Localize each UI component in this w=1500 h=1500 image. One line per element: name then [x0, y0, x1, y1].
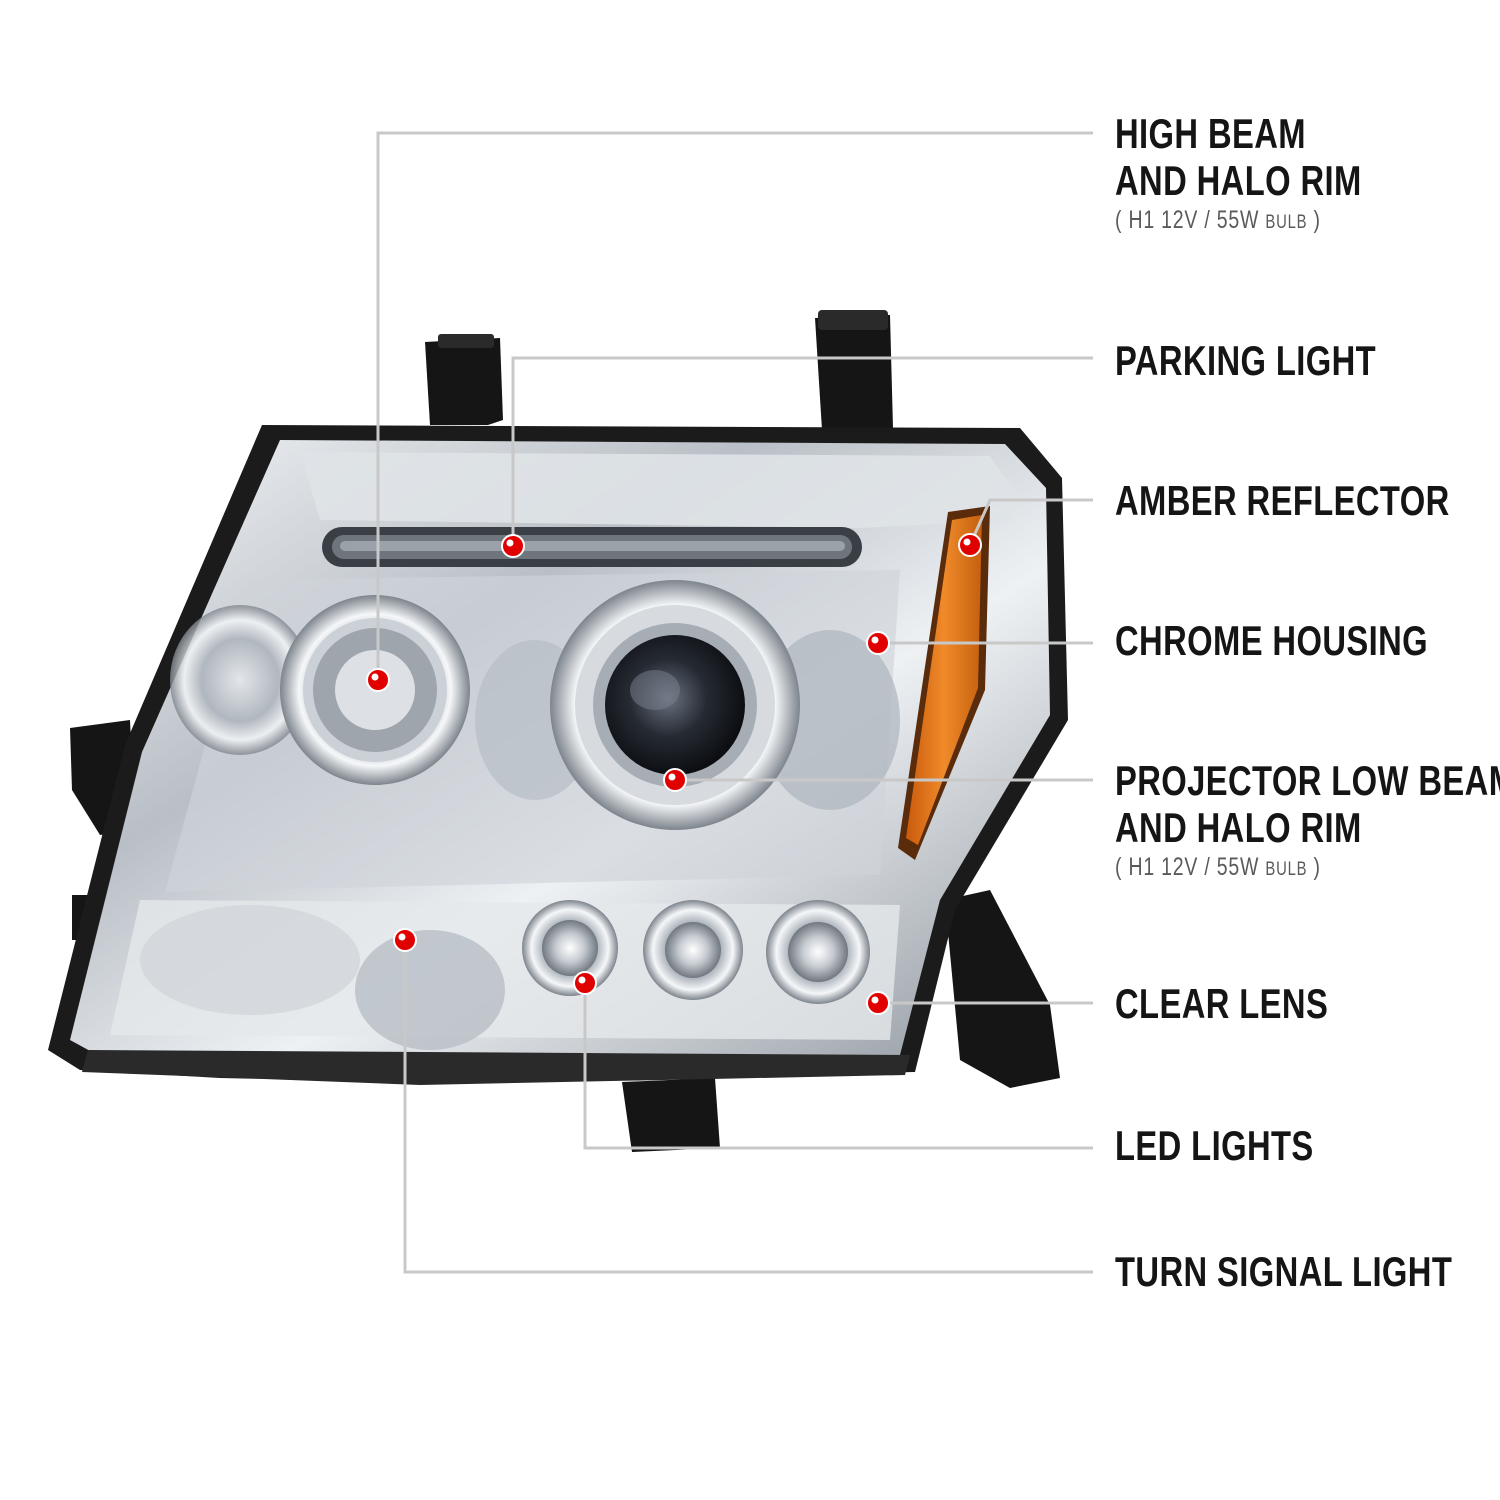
leader-line-led-lights — [583, 983, 1093, 1150]
callout-projector-low-beam-line-2: AND HALO RIM — [1115, 804, 1362, 851]
marker-amber-reflector — [958, 533, 982, 557]
callout-projector-bulb-spec: ( H1 12V / 55W BULB ) — [1115, 851, 1500, 886]
marker-projector-low-beam — [663, 768, 687, 792]
leader-lines — [376, 131, 1093, 1274]
bulb-spec-word: BULB — [1265, 859, 1308, 880]
projector-low-beam — [550, 580, 800, 830]
parking-light-bar — [322, 527, 862, 567]
callout-high-beam-bulb-spec: ( H1 12V / 55W BULB ) — [1115, 204, 1362, 239]
callout-amber-reflector: AMBER REFLECTOR — [1115, 477, 1450, 524]
callout-clear-lens-text: CLEAR LENS — [1115, 980, 1329, 1027]
callout-high-beam: HIGH BEAM AND HALO RIM ( H1 12V / 55W BU… — [1115, 110, 1362, 239]
callout-led-lights-text: LED LIGHTS — [1115, 1122, 1314, 1169]
callout-projector-low-beam-line-1: PROJECTOR LOW BEAM — [1115, 757, 1500, 804]
callout-amber-reflector-text: AMBER REFLECTOR — [1115, 477, 1450, 524]
callout-high-beam-line-2: AND HALO RIM — [1115, 157, 1362, 204]
callout-parking-light: PARKING LIGHT — [1115, 337, 1376, 384]
marker-led-lights — [573, 971, 597, 995]
callout-projector-low-beam: PROJECTOR LOW BEAM AND HALO RIM ( H1 12V… — [1115, 757, 1500, 886]
amber-reflector-shape — [898, 506, 990, 860]
leader-line-turn-signal — [403, 940, 1093, 1274]
marker-high-beam — [366, 668, 390, 692]
bulb-spec-close: ) — [1307, 853, 1321, 881]
leader-line-high-beam — [376, 131, 1093, 680]
housing-bottom-lip — [82, 1050, 910, 1085]
callout-high-beam-line-1: HIGH BEAM — [1115, 110, 1306, 157]
led-pods — [522, 900, 870, 1004]
bulb-spec-open: ( H1 12V / 55W — [1115, 853, 1266, 881]
marker-clear-lens — [866, 991, 890, 1015]
bulb-spec-word: BULB — [1265, 212, 1308, 233]
marker-parking-light — [501, 534, 525, 558]
callout-chrome-housing-text: CHROME HOUSING — [1115, 617, 1429, 664]
callout-turn-signal-light-text: TURN SIGNAL LIGHT — [1115, 1248, 1453, 1295]
callout-turn-signal-light: TURN SIGNAL LIGHT — [1115, 1248, 1452, 1295]
leader-line-parking-light — [511, 356, 1093, 546]
callout-clear-lens: CLEAR LENS — [1115, 980, 1328, 1027]
callout-chrome-housing: CHROME HOUSING — [1115, 617, 1428, 664]
bulb-spec-close: ) — [1307, 206, 1321, 234]
bulb-spec-open: ( H1 12V / 55W — [1115, 206, 1266, 234]
callout-markers — [366, 533, 982, 1015]
leader-line-amber-reflector — [968, 498, 1093, 546]
marker-turn-signal — [393, 928, 417, 952]
callout-led-lights: LED LIGHTS — [1115, 1122, 1314, 1169]
marker-chrome-housing — [866, 631, 890, 655]
callout-parking-light-text: PARKING LIGHT — [1115, 337, 1377, 384]
